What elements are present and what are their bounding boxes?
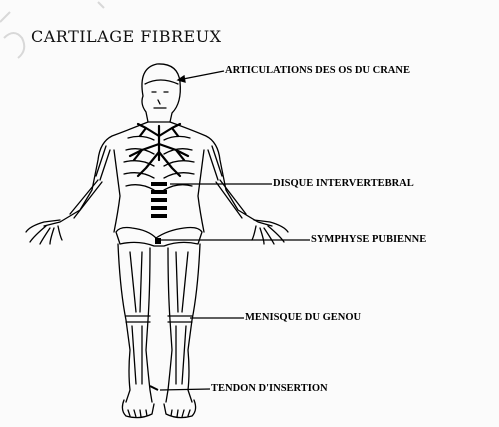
right-knee [168,316,192,322]
left-foot [122,400,154,418]
head-outline [142,64,180,122]
tendon-mark [150,386,158,390]
skull-suture [145,80,178,84]
bronchial-tree [130,124,188,176]
pubic-symphysis-mark [155,238,161,244]
label-pubic-symphysis: SYMPHYSE PUBIENNE [311,234,426,245]
left-knee [126,316,150,322]
label-crane-joints: ARTICULATIONS DES OS DU CRANE [225,65,410,76]
right-foot [164,400,196,418]
intervertebral-discs [151,182,167,218]
label-intervertebral-disc: DISQUE INTERVERTEBRAL [273,178,414,189]
label-knee-meniscus: MENISQUE DU GENOU [245,312,361,323]
right-arm-bone [208,146,246,218]
left-arm-bone [70,146,110,218]
left-hand [26,220,62,244]
label-insertion-tendon: TENDON D'INSERTION [211,383,328,394]
